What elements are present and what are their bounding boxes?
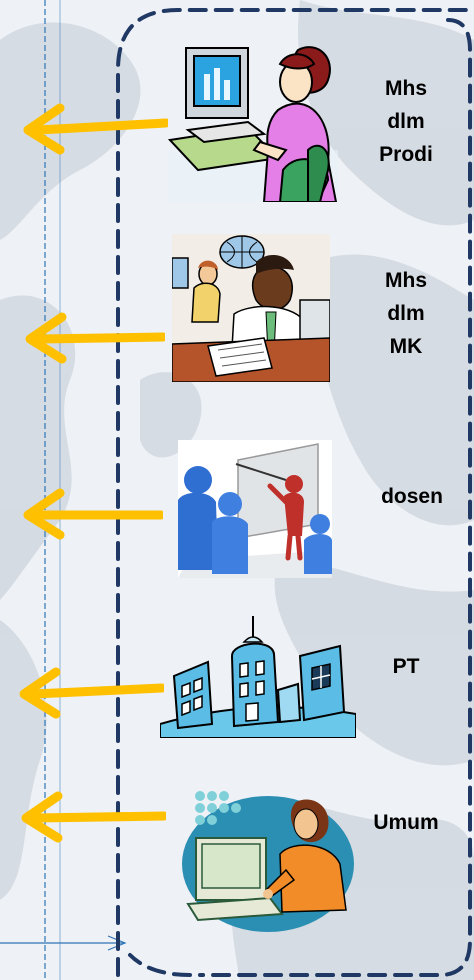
label-line: dosen (381, 485, 443, 508)
label-mhs-dlm-prodi: Mhs dlm Prodi (360, 72, 452, 171)
label-line: MK (389, 335, 423, 358)
label-mhs-dlm-mk: Mhs dlm MK (360, 264, 452, 363)
arrow-left-4 (19, 667, 164, 719)
woman-typing-icon (182, 791, 354, 932)
label-line: Umum (373, 811, 439, 834)
label-line: dlm (387, 302, 425, 325)
arrow-left-1 (23, 103, 168, 155)
presenter-at-whiteboard-icon (178, 440, 332, 578)
arrow-left-5 (21, 791, 166, 843)
label-line: dlm (387, 110, 425, 133)
label-umum: Umum (350, 806, 462, 839)
man-at-desk-icon (172, 234, 330, 382)
city-buildings-icon (160, 616, 356, 738)
label-line: Mhs (385, 269, 427, 292)
arrow-left-2 (25, 312, 165, 364)
label-pt: PT (376, 650, 436, 683)
woman-at-computer-icon (168, 46, 338, 202)
arrow-left-3 (23, 488, 163, 540)
label-line: Prodi (379, 143, 433, 166)
label-line: PT (392, 655, 420, 678)
label-dosen: dosen (362, 480, 462, 513)
label-line: Mhs (385, 77, 427, 100)
